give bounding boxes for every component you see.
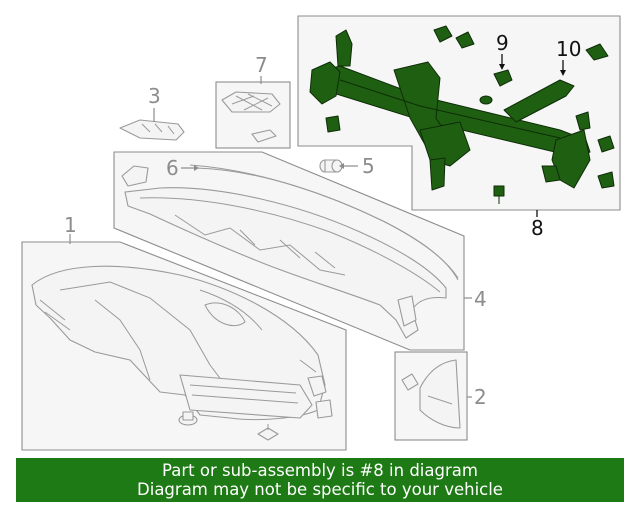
banner-line-2: Diagram may not be specific to your vehi… <box>137 480 503 499</box>
part-6-strip[interactable] <box>195 167 459 281</box>
part-7-panel <box>215 81 291 149</box>
callout-6: 6 <box>166 156 179 180</box>
callout-3: 3 <box>148 84 161 108</box>
part-3-bracket[interactable] <box>119 119 185 141</box>
part-8-steering-hanger-beam[interactable] <box>297 15 621 211</box>
callout-7: 7 <box>255 53 268 77</box>
info-banner: Part or sub-assembly is #8 in diagram Di… <box>16 458 624 502</box>
callout-1: 1 <box>64 213 77 237</box>
part-2-side-cover[interactable] <box>394 351 468 441</box>
part-4-upper-pad[interactable] <box>113 151 465 351</box>
part-4-body <box>124 187 447 339</box>
callout-5: 5 <box>362 154 375 178</box>
callout-10: 10 <box>556 37 581 61</box>
part-6-line <box>195 167 459 281</box>
callout-9: 9 <box>496 31 509 55</box>
banner-line-1: Part or sub-assembly is #8 in diagram <box>162 461 478 480</box>
part-1-instrument-panel[interactable] <box>21 241 347 451</box>
part-5-clip[interactable] <box>319 159 343 173</box>
callout-8: 8 <box>531 216 544 240</box>
callout-4: 4 <box>474 287 487 311</box>
callout-2: 2 <box>474 385 487 409</box>
part-7-cover[interactable] <box>215 81 291 149</box>
